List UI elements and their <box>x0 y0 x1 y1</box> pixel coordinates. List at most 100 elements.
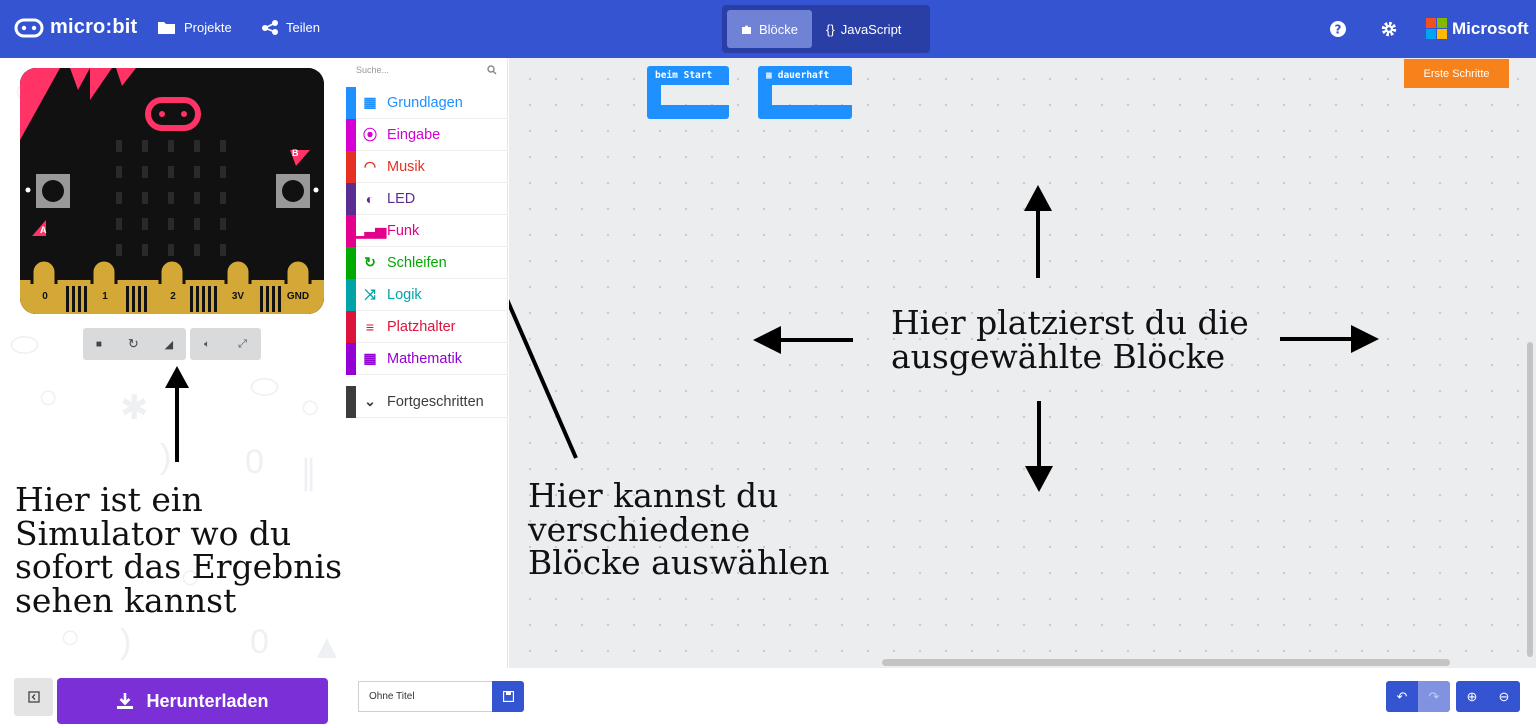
bottom-bar: Herunterladen Ohne Titel ↶ ↷ ⊕ ⊖ <box>0 668 1536 728</box>
logo-text: micro:bit <box>50 16 138 38</box>
category-label: Platzhalter <box>387 318 456 335</box>
search-icon[interactable] <box>487 65 497 75</box>
category-label: Musik <box>387 158 425 175</box>
simulator-extra-controls: 🔈︎ ⤢ <box>190 328 261 360</box>
collapse-simulator-button[interactable] <box>14 678 53 716</box>
get-started-button[interactable]: Erste Schritte <box>1404 59 1509 88</box>
category-label: Eingabe <box>387 126 441 143</box>
simulator-arrow <box>165 366 189 462</box>
toolbox-arrow <box>509 298 578 459</box>
gear-icon <box>1381 21 1397 37</box>
blocks-mode-button[interactable]: Blöcke <box>727 10 813 48</box>
category-schleifen[interactable]: ↻ Schleifen <box>346 247 508 279</box>
download-icon <box>117 693 134 709</box>
category-fortgeschritten[interactable]: ⌄ Fortgeschritten <box>346 386 508 418</box>
left-arrow <box>753 326 853 354</box>
category-label: Funk <box>387 222 420 239</box>
microsoft-logo-icon <box>1426 18 1447 39</box>
category-label: Mathematik <box>387 350 462 367</box>
fullscreen-icon[interactable]: ⤢ <box>238 337 247 350</box>
pin-label-2: 2 <box>170 291 176 302</box>
button-a-label: A <box>40 225 47 235</box>
javascript-mode-button[interactable]: {} JavaScript <box>812 10 915 48</box>
simulator-panel: ○ ✚ ⬭ ○ ✱ ⬭ ○ ) 0 ∥ ○ ○ ) 0 ▲ <box>0 58 346 668</box>
settings-button[interactable] <box>1378 18 1400 40</box>
simulator-controls: ■ ↻ ◢ <box>83 328 186 360</box>
right-arrow <box>1280 325 1379 353</box>
grid-icon: ▦ <box>766 70 772 81</box>
category-color-bar <box>346 151 356 183</box>
up-arrow <box>1024 185 1052 278</box>
search-input[interactable]: Suche... <box>356 65 390 75</box>
block-body <box>647 84 661 106</box>
redo-button[interactable]: ↷ <box>1418 681 1450 712</box>
pin-label-gnd: GND <box>286 291 310 302</box>
category-mathematik[interactable]: ▦ Mathematik <box>346 343 508 375</box>
category-color-bar <box>346 386 356 418</box>
category-color-bar <box>346 215 356 247</box>
toolbox-annotation: Hier kannst du verschiedene Blöcke auswä… <box>528 476 830 583</box>
block-body <box>758 84 772 106</box>
undo-button[interactable]: ↶ <box>1386 681 1418 712</box>
projects-button[interactable]: Projekte <box>157 20 232 35</box>
microbit-board-graphic <box>20 68 324 314</box>
zoom-out-icon: ⊖ <box>1498 688 1510 704</box>
block-forever-label: dauerhaft <box>777 70 830 81</box>
top-bar: micro:bit Projekte Teilen Blöcke {} Java… <box>0 0 1536 58</box>
block-footer <box>758 105 852 119</box>
zoom-in-icon: ⊕ <box>1466 688 1478 704</box>
debug-icon[interactable]: ◢ <box>164 338 174 351</box>
category-label: Logik <box>387 286 422 303</box>
category-platzhalter[interactable]: ≡ Platzhalter <box>346 311 508 343</box>
pin-label-0: 0 <box>42 291 48 302</box>
download-label: Herunterladen <box>146 690 269 711</box>
zoom-out-button[interactable]: ⊖ <box>1488 681 1520 712</box>
lines-icon: ≡ <box>365 318 375 335</box>
svg-text:?: ? <box>1335 23 1342 37</box>
microbit-logo[interactable]: micro:bit <box>14 16 137 39</box>
signal-icon: ▁▃▅ <box>353 222 387 238</box>
category-label: Grundlagen <box>387 94 463 111</box>
simulator-annotation: Hier ist ein Simulator wo du sofort das … <box>15 480 343 620</box>
workspace-annotation: Hier platzierst du die ausgewählte Blöck… <box>891 303 1249 376</box>
chevron-down-icon: ⌄ <box>364 393 376 409</box>
share-icon <box>262 20 278 35</box>
help-icon: ? <box>1330 21 1346 37</box>
category-grundlagen[interactable]: ▦ Grundlagen <box>346 87 508 119</box>
category-led[interactable]: ◐ LED <box>346 183 508 215</box>
category-eingabe[interactable]: ⦿ Eingabe <box>346 119 508 151</box>
block-on-start-label: beim Start <box>647 66 729 85</box>
save-button[interactable] <box>492 681 524 712</box>
editor-mode-toggle: Blöcke {} JavaScript <box>722 5 930 53</box>
category-label: Schleifen <box>387 254 447 271</box>
pin-label-3v: 3V <box>231 291 245 302</box>
blocks-workspace[interactable]: beim Start ▦ dauerhaft Erste Schritte Hi… <box>509 58 1536 668</box>
blocks-mode-label: Blöcke <box>759 21 799 37</box>
project-name-input[interactable]: Ohne Titel <box>358 681 492 712</box>
mute-icon[interactable]: 🔈︎ <box>204 338 211 350</box>
microsoft-logo[interactable]: Microsoft <box>1426 18 1529 39</box>
category-funk[interactable]: ▁▃▅ Funk <box>346 215 508 247</box>
category-color-bar <box>346 247 356 279</box>
block-on-start[interactable]: beim Start <box>647 66 729 119</box>
button-b-label: B <box>292 148 299 158</box>
category-musik[interactable]: ◠ Musik <box>346 151 508 183</box>
vertical-scrollbar[interactable] <box>1527 342 1533 657</box>
projects-label: Projekte <box>184 20 232 35</box>
category-color-bar <box>346 279 356 311</box>
collapse-icon <box>27 691 40 703</box>
block-forever[interactable]: ▦ dauerhaft <box>758 66 852 119</box>
microsoft-label: Microsoft <box>1452 18 1529 38</box>
stop-icon[interactable]: ■ <box>95 338 102 350</box>
restart-icon[interactable]: ↻ <box>127 336 139 351</box>
share-button[interactable]: Teilen <box>261 20 320 35</box>
category-color-bar <box>346 87 356 119</box>
category-logik[interactable]: ⤨ Logik <box>346 279 508 311</box>
help-button[interactable]: ? <box>1327 18 1349 40</box>
zoom-in-button[interactable]: ⊕ <box>1456 681 1488 712</box>
javascript-mode-label: JavaScript <box>840 21 902 37</box>
horizontal-scrollbar[interactable] <box>882 659 1450 666</box>
download-button[interactable]: Herunterladen <box>57 678 328 724</box>
toolbox: Suche... ▦ Grundlagen ⦿ Eingabe ◠ Musik … <box>346 58 508 668</box>
shuffle-icon: ⤨ <box>364 286 376 302</box>
